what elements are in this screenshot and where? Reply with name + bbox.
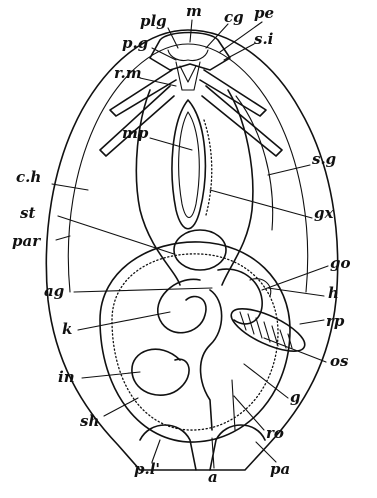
label-pe: pe xyxy=(254,4,274,22)
label-st: st xyxy=(20,204,35,222)
label-go: go xyxy=(330,254,351,272)
label-par: par xyxy=(12,232,41,250)
label-pg: p.g xyxy=(122,34,148,52)
label-ch: c.h xyxy=(16,168,41,186)
label-rp: rp xyxy=(326,312,345,330)
label-cg: cg xyxy=(224,8,244,26)
label-in: in xyxy=(58,368,75,386)
label-pa: pa xyxy=(270,460,290,478)
label-mp: mp xyxy=(122,124,149,142)
label-k: k xyxy=(62,320,72,338)
label-ag: ag xyxy=(44,282,64,300)
label-plg: plg xyxy=(140,12,167,30)
label-rm: r.m xyxy=(114,64,142,82)
label-os: os xyxy=(330,352,349,370)
label-ro: ro xyxy=(266,424,284,442)
label-si: s.i xyxy=(254,30,274,48)
label-pl: p.l' xyxy=(134,460,160,478)
label-m: m xyxy=(186,2,202,20)
label-g: g xyxy=(290,388,301,406)
label-gx: gx xyxy=(314,204,334,222)
label-sh: sh xyxy=(80,412,99,430)
label-h: h xyxy=(328,284,339,302)
label-a: a xyxy=(208,468,218,486)
label-sg: s.g xyxy=(312,150,336,168)
